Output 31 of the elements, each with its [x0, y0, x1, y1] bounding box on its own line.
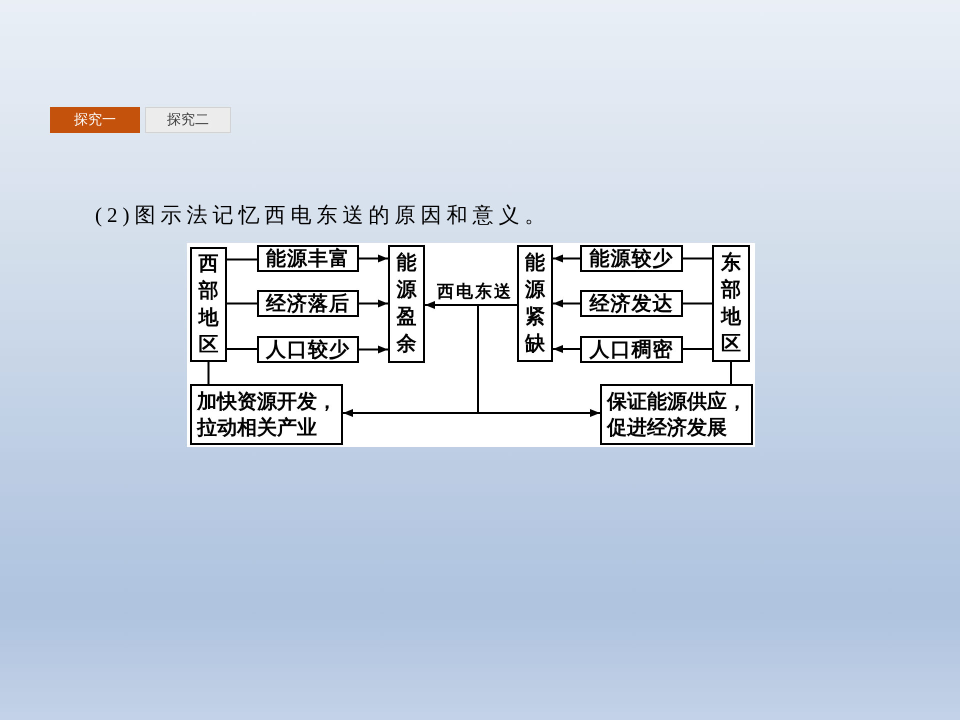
- text-box: 经济发达: [580, 290, 683, 317]
- connector-line: [683, 258, 712, 260]
- text-box: 人口稠密: [580, 336, 683, 363]
- arrow: [359, 254, 388, 262]
- arrow: [553, 345, 580, 353]
- text-box: 保证能源供应，促进经济发展: [600, 384, 753, 445]
- connector-line: [683, 302, 712, 304]
- arrow: [359, 346, 388, 354]
- text-box: 加快资源开发，拉动相关产业: [190, 384, 343, 445]
- arrow: [553, 300, 580, 308]
- heading: (2)图示法记忆西电东送的原因和意义。: [95, 205, 550, 226]
- selected-tab: 探究一: [50, 107, 140, 133]
- text-box: 能源盈余: [388, 245, 425, 363]
- arrow: [359, 300, 388, 308]
- connector-line: [208, 362, 210, 384]
- text-box: 经济落后: [257, 290, 359, 317]
- text-box: 能源丰富: [257, 245, 359, 272]
- tab: 探究二: [145, 107, 231, 133]
- text-box: 人口较少: [257, 336, 359, 363]
- connector-line: [683, 348, 712, 350]
- text-box: 东部地区: [712, 245, 750, 362]
- arrow: [477, 304, 600, 417]
- text-box: 能源较少: [580, 245, 683, 272]
- connector-line: [730, 362, 732, 384]
- text-box: 西部地区: [190, 247, 227, 362]
- connector-line: [227, 258, 257, 260]
- edge-label: 西电东送: [437, 283, 513, 301]
- connector-line: [227, 348, 257, 350]
- text-box: 能源紧缺: [517, 245, 553, 362]
- connector-line: [227, 302, 257, 304]
- arrow: [553, 254, 580, 262]
